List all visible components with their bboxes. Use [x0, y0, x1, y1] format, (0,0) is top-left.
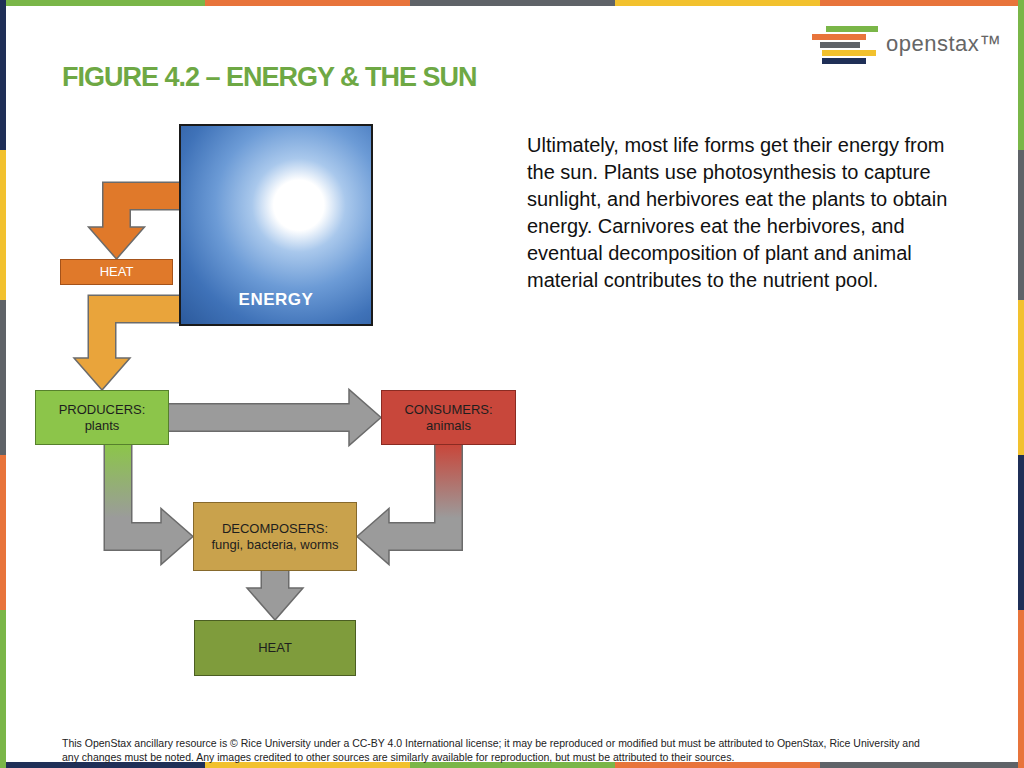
node-body: animals [426, 418, 471, 434]
border-stripe [0, 610, 6, 768]
arrow-shaft [102, 309, 179, 362]
flow-arrow [169, 390, 381, 446]
producers-box: PRODUCERS:plants [35, 390, 169, 445]
border-stripe [0, 150, 6, 300]
sun-energy-box: ENERGY [179, 124, 373, 326]
arrow-shaft [118, 445, 165, 537]
slide-title: FIGURE 4.2 – ENERGY & THE SUN [62, 60, 477, 94]
node-heading: CONSUMERS: [404, 402, 492, 418]
logo-bar [812, 34, 866, 40]
border-stripe [1018, 455, 1024, 610]
consumers-box: CONSUMERS:animals [381, 390, 516, 445]
arrow-head [247, 588, 303, 620]
border-stripe [1018, 300, 1024, 455]
license-note: This OpenStax ancillary resource is © Ri… [62, 736, 932, 764]
border-stripe [0, 300, 6, 455]
node-body: fungi, bacteria, worms [211, 537, 338, 553]
border-stripe [205, 0, 410, 6]
node-heading: DECOMPOSERS: [222, 521, 328, 537]
arrow-head [161, 509, 193, 565]
border-stripe [1018, 610, 1024, 768]
flow-arrow [247, 571, 303, 620]
heat-box: HEAT [60, 259, 173, 285]
flow-arrow [89, 196, 180, 259]
logo-bar [822, 50, 876, 56]
border-stripe [0, 0, 6, 150]
decomposers-box: DECOMPOSERS:fungi, bacteria, worms [193, 502, 357, 571]
logo-bar [826, 26, 878, 32]
arrow-head [349, 390, 381, 446]
arrow-head [74, 358, 130, 390]
logo-text: openstax™ [886, 30, 1016, 58]
arrow-head [357, 509, 389, 565]
arrow-shaft [262, 571, 288, 592]
caption-text: Ultimately, most life forms get their en… [527, 132, 952, 294]
node-heading: ENERGY [239, 290, 314, 310]
node-heading: HEAT [100, 264, 134, 280]
flow-arrow [74, 309, 179, 390]
heat-box: HEAT [194, 620, 356, 676]
node-body: plants [85, 418, 120, 434]
node-heading: PRODUCERS: [59, 402, 146, 418]
flow-arrow [118, 445, 193, 565]
border-stripe [1018, 150, 1024, 300]
arrow-shaft [169, 405, 353, 431]
border-stripe [0, 0, 205, 6]
border-stripe [615, 0, 820, 6]
border-stripe [1018, 0, 1024, 150]
border-stripe [410, 0, 615, 6]
arrow-shaft [117, 196, 180, 231]
logo-bar [820, 42, 860, 48]
border-stripe [0, 455, 6, 610]
flow-arrow [357, 445, 449, 565]
node-heading: HEAT [258, 640, 292, 656]
border-stripe [820, 762, 1024, 768]
arrow-head [89, 227, 145, 259]
arrow-shaft [385, 445, 449, 537]
border-stripe [820, 0, 1024, 6]
logo-bar [822, 58, 866, 64]
